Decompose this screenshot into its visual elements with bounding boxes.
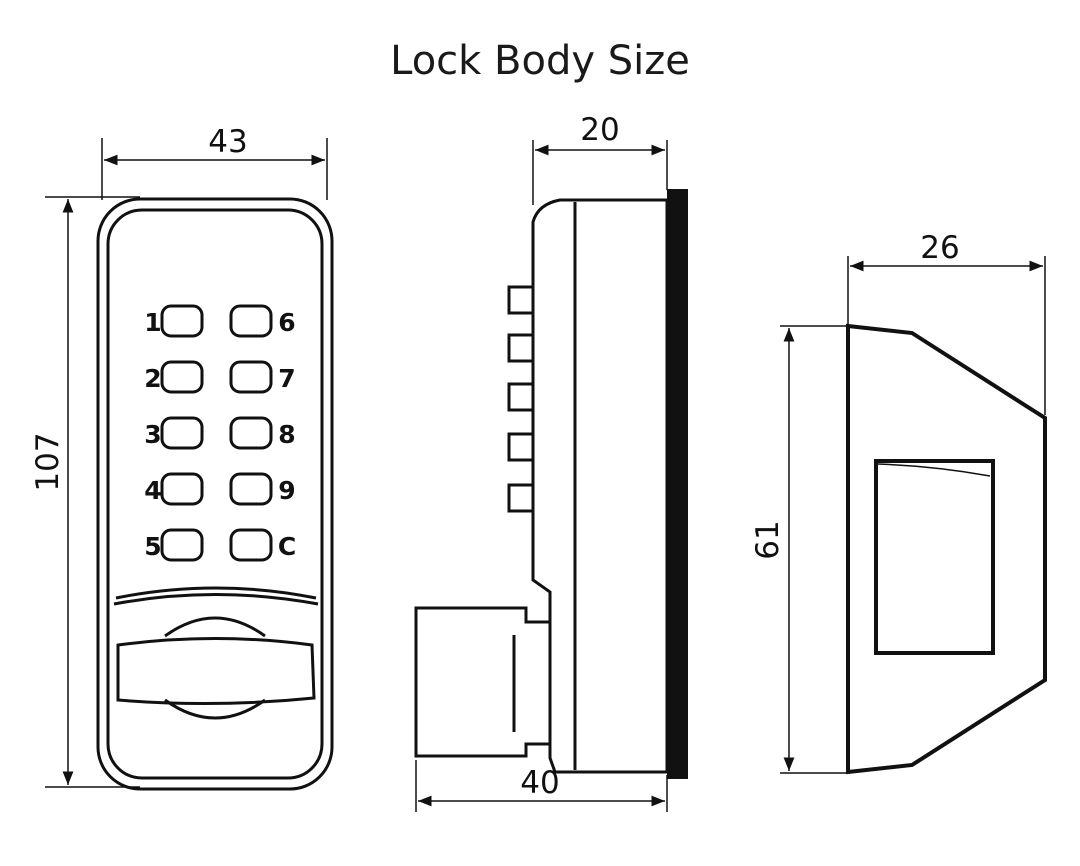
front-width-label: 43 bbox=[208, 124, 247, 160]
mounting-plate bbox=[667, 189, 688, 779]
keypad-button-2 bbox=[160, 360, 204, 394]
front-height-dimension: 107 bbox=[30, 196, 140, 788]
side-button-2 bbox=[507, 333, 535, 363]
side-depth-top-dimension: 20 bbox=[532, 112, 668, 205]
back-width-label: 26 bbox=[920, 230, 959, 266]
side-knob bbox=[414, 606, 552, 758]
back-view: 26 61 bbox=[750, 230, 1047, 775]
key-label-1: 1 bbox=[144, 308, 161, 337]
side-body-outline bbox=[531, 198, 669, 774]
knob-handle bbox=[116, 637, 316, 706]
lock-front-inner-shell bbox=[106, 208, 324, 780]
key-label-3: 3 bbox=[144, 420, 161, 449]
key-label-6: 6 bbox=[278, 308, 295, 337]
keypad-button-1 bbox=[160, 304, 204, 338]
back-height-dimension: 61 bbox=[750, 325, 850, 774]
lock-front-outer-shell bbox=[96, 197, 334, 791]
key-label-9: 9 bbox=[278, 476, 295, 505]
keypad-button-3 bbox=[160, 416, 204, 450]
front-view: 43 107 1 2 3 4 5 6 bbox=[30, 124, 334, 791]
keypad-button-8 bbox=[229, 416, 273, 450]
back-bracket-window bbox=[874, 459, 995, 655]
keypad-button-4 bbox=[160, 472, 204, 506]
side-depth-top-label: 20 bbox=[580, 112, 619, 148]
back-bracket-outline bbox=[846, 323, 1047, 775]
side-button-3 bbox=[507, 382, 535, 412]
keypad-button-6 bbox=[229, 304, 273, 338]
side-button-1 bbox=[507, 285, 535, 315]
front-height-label: 107 bbox=[30, 432, 66, 491]
side-button-4 bbox=[507, 432, 535, 462]
front-width-dimension: 43 bbox=[101, 124, 328, 200]
keypad-button-9 bbox=[229, 472, 273, 506]
keypad-button-c bbox=[229, 528, 273, 562]
diagram-title: Lock Body Size bbox=[390, 38, 690, 84]
back-width-dimension: 26 bbox=[847, 230, 1046, 415]
knob-assembly bbox=[113, 586, 319, 720]
keypad: 1 2 3 4 5 6 7 8 9 C bbox=[144, 304, 296, 562]
side-view: 20 40 bbox=[414, 112, 688, 812]
key-label-4: 4 bbox=[144, 476, 161, 505]
key-label-7: 7 bbox=[278, 364, 295, 393]
key-label-2: 2 bbox=[144, 364, 161, 393]
key-label-c: C bbox=[278, 532, 296, 561]
side-depth-bottom-dimension: 40 bbox=[415, 760, 668, 812]
back-height-label: 61 bbox=[750, 520, 786, 559]
keypad-button-5 bbox=[160, 528, 204, 562]
key-label-5: 5 bbox=[144, 532, 161, 561]
keypad-button-7 bbox=[229, 360, 273, 394]
side-button-5 bbox=[507, 483, 535, 513]
key-label-8: 8 bbox=[278, 420, 295, 449]
